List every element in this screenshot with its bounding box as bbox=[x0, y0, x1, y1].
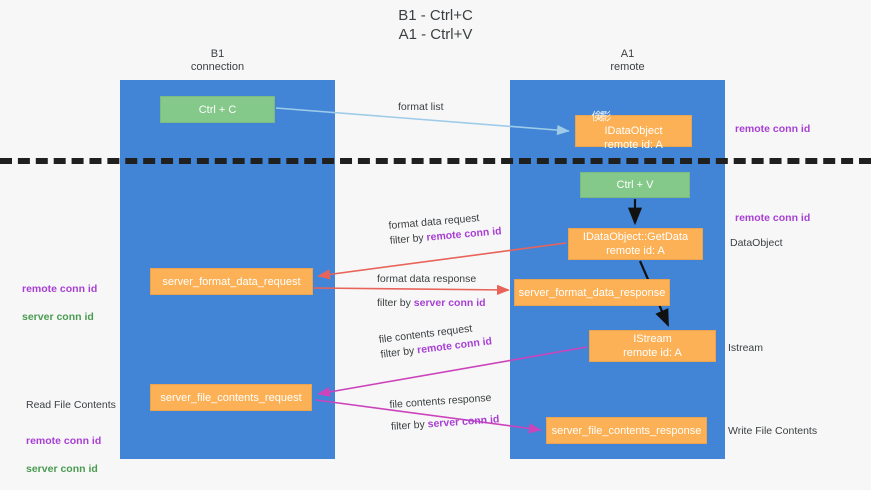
annotation-remote-conn-id-mid: remote conn id bbox=[735, 212, 811, 224]
annotation-write-file-contents: Write File Contents bbox=[728, 425, 818, 437]
edge-format-data-response bbox=[313, 284, 510, 295]
edge-label-format-data-response: format data response filter by server co… bbox=[377, 272, 486, 311]
edge-file-contents-request bbox=[317, 346, 588, 397]
node-server-file-contents-request[interactable]: server_file_contents_request bbox=[150, 384, 312, 411]
annotation-remote-conn-id-top: remote conn id bbox=[735, 123, 811, 135]
edge-format-data-request bbox=[317, 242, 567, 280]
edge-label-file-contents-response: file contents response filter by server … bbox=[389, 390, 500, 434]
node-istream[interactable]: IStream remote id: A bbox=[589, 330, 716, 362]
node-server-file-contents-response[interactable]: server_file_contents_response bbox=[546, 417, 707, 444]
node-server-format-data-request[interactable]: server_format_data_request bbox=[150, 268, 313, 295]
edge-label-format-data-response-text: format data response bbox=[377, 273, 477, 285]
node-server-format-data-response[interactable]: server_format_data_response bbox=[514, 279, 670, 306]
filter-key-server-conn-id: server conn id bbox=[413, 297, 486, 309]
annotation-dataobject: DataObject bbox=[730, 237, 783, 249]
page-title: B1 - Ctrl+C A1 - Ctrl+V bbox=[398, 7, 473, 43]
annotation-read-file-contents: Read File Contents bbox=[26, 399, 116, 411]
filter-prefix: filter by bbox=[377, 297, 414, 309]
node-idataobject-line2: remote id: A bbox=[604, 139, 663, 151]
filter-prefix: filter by bbox=[390, 418, 429, 433]
filter-prefix: filter by bbox=[389, 231, 428, 247]
node-idataobject-getdata[interactable]: IDataObject::GetData remote id: A bbox=[568, 228, 703, 260]
edge-format-list bbox=[275, 107, 570, 136]
annotation-left-read-block: Read File Contents remote conn id server… bbox=[26, 384, 116, 490]
annotation-istream: Istream bbox=[728, 342, 764, 354]
annotation-left-remote-conn-id-bot: remote conn id bbox=[26, 435, 102, 447]
annotation-left-server-conn-id-mid: server conn id bbox=[22, 311, 94, 323]
edge-label-format-data-response-filter: filter by server conn id bbox=[377, 296, 486, 311]
annotation-left-remote-conn-id-mid: remote conn id bbox=[22, 283, 98, 295]
filter-prefix: filter by bbox=[379, 344, 418, 361]
node-idataobject-overlap-artifact: 倹∕影 bbox=[591, 111, 611, 123]
edge-label-format-list: format list bbox=[398, 101, 444, 113]
filter-key-server-conn-id: server conn id bbox=[427, 413, 500, 431]
node-ctrl-v[interactable]: Ctrl + V bbox=[580, 172, 690, 198]
annotation-left-server-conn-id-bot: server conn id bbox=[26, 463, 98, 475]
node-ctrl-c[interactable]: Ctrl + C bbox=[160, 96, 275, 123]
column-header-b1: B1 connection bbox=[190, 48, 245, 73]
phase-divider bbox=[0, 158, 871, 164]
edge-file-contents-response bbox=[315, 399, 542, 434]
annotation-left-conn-ids-mid: remote conn id server conn id bbox=[22, 268, 97, 338]
column-header-a1: A1 remote bbox=[610, 48, 645, 73]
diagram-canvas: B1 - Ctrl+C A1 - Ctrl+V B1 connection A1… bbox=[0, 7, 871, 475]
